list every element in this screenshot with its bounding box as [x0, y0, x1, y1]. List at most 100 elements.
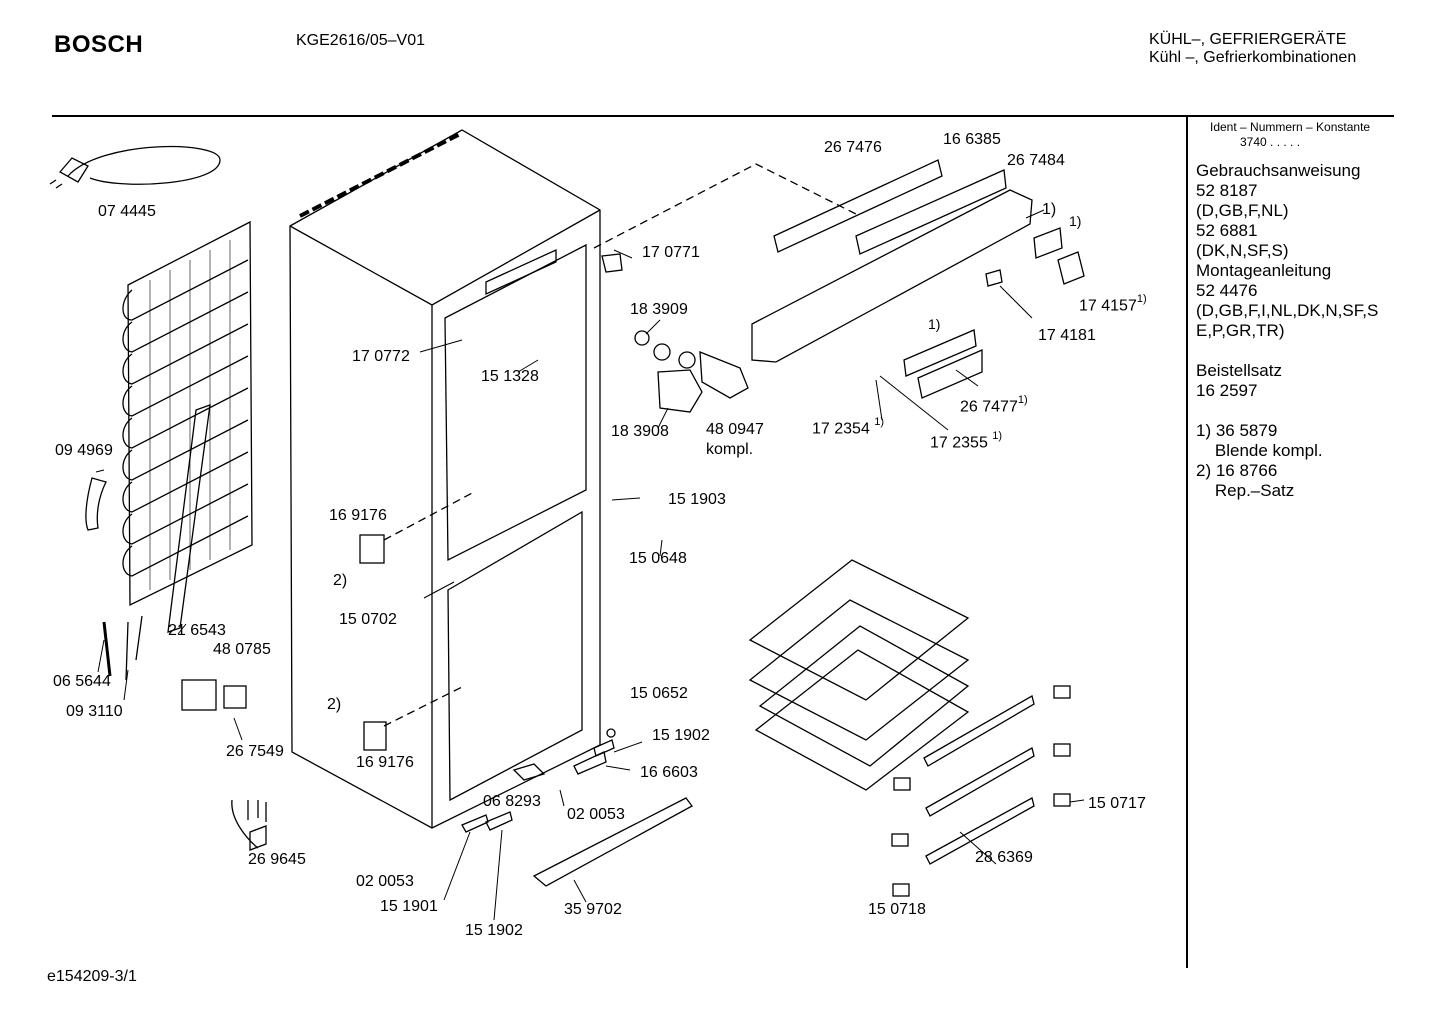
screw-150652: [606, 728, 616, 738]
part-label: 48 0947: [706, 421, 764, 438]
part-label: 16 9176: [329, 507, 387, 524]
part-label: 15 1902: [465, 922, 523, 939]
part-label: 1): [1069, 213, 1082, 229]
footnote-marker: 1): [1017, 394, 1028, 406]
note-line: [1196, 401, 1378, 421]
part-number: 17 4157: [1079, 297, 1137, 315]
part-label: 2): [327, 696, 342, 713]
rail-3: [925, 797, 1035, 865]
part-label: 15 0718: [868, 901, 926, 918]
note-line: Blende kompl.: [1196, 441, 1323, 460]
part-label: 2): [333, 572, 348, 589]
category-title: KÜHL–, GEFRIERGERÄTE: [1149, 31, 1347, 48]
part-label: 26 7476: [824, 139, 882, 156]
clip-169176-top: [359, 534, 385, 564]
part-label: 02 0053: [567, 806, 625, 823]
part-label: 09 3110: [66, 703, 123, 720]
part-label: 26 74771): [960, 394, 1028, 416]
part-label: 18 3908: [611, 423, 669, 440]
part-label: 06 8293: [483, 793, 541, 810]
hinge-cap: [512, 763, 546, 781]
hinge-parts: [573, 739, 615, 775]
part-label: 26 7484: [1007, 152, 1065, 169]
note-line: 2) 16 8766: [1196, 461, 1278, 480]
part-label: 15 1902: [652, 727, 710, 744]
part-label: 06 5644: [53, 673, 111, 690]
part-label: 17 0772: [352, 348, 410, 365]
part-label: 1): [928, 316, 941, 332]
sidebar-notes: Gebrauchsanweisung 52 8187 (D,GB,F,NL) 5…: [1196, 161, 1378, 501]
relay-cover: [223, 685, 247, 709]
part-label: 28 6369: [975, 849, 1033, 866]
note-line: 1) 36 5879: [1196, 421, 1278, 440]
part-number: 26 7477: [960, 398, 1018, 416]
category-subtitle: Kühl –, Gefrierkombinationen: [1149, 49, 1357, 66]
model-number: KGE2616/05–V01: [296, 32, 425, 49]
part-label: 17 2354 1): [812, 416, 885, 438]
cabinet-body: [289, 129, 601, 829]
clip-c: [1053, 793, 1071, 807]
note-line: 52 6881: [1196, 221, 1258, 240]
note-line: (D,GB,F,NL): [1196, 201, 1289, 220]
part-label: 09 4969: [55, 442, 113, 459]
note-line: Rep.–Satz: [1196, 481, 1295, 500]
ident-value: 3740 . . . . .: [1240, 135, 1301, 149]
clip-f: [892, 883, 910, 897]
note-line: Montageanleitung: [1196, 261, 1332, 280]
part-label: 48 0785: [213, 641, 271, 658]
condenser-coil: [122, 220, 253, 607]
rail-2: [925, 747, 1035, 817]
clip-b: [1053, 743, 1071, 757]
part-number: 17 2354: [812, 420, 870, 438]
sensor-06-5644: [102, 621, 112, 677]
lamp-socket: [653, 343, 671, 361]
part-label: 26 9645: [248, 851, 306, 868]
part-label: 17 4181: [1038, 327, 1096, 344]
part-label: 15 0652: [630, 685, 688, 702]
part-label: kompl.: [706, 441, 754, 458]
part-label: 21 6543: [168, 622, 226, 639]
kick-plate: [532, 797, 693, 887]
socket-housing: [678, 351, 696, 369]
note-line: 52 8187: [1196, 181, 1258, 200]
footnote-marker: 1): [874, 416, 885, 428]
hinge-plates: [461, 811, 513, 833]
part-label: 15 0702: [339, 611, 397, 628]
part-label: 02 0053: [356, 873, 414, 890]
part-label: 1): [1042, 201, 1057, 218]
hinge-170771: [601, 253, 623, 273]
part-label: 15 1901: [380, 898, 438, 915]
brand-logo: BOSCH: [54, 31, 144, 58]
clip-a: [1053, 685, 1071, 699]
drain-hose: [85, 477, 107, 531]
ident-title: Ident – Nummern – Konstante: [1210, 120, 1371, 134]
part-label: 17 2355 1): [930, 430, 1003, 452]
relay: [181, 679, 217, 711]
sensor-09-3110: [125, 615, 143, 681]
note-line: 16 2597: [1196, 381, 1258, 400]
thermostat-knob: [657, 369, 703, 413]
note-line: Beistellsatz: [1196, 361, 1282, 380]
part-label: 16 9176: [356, 754, 414, 771]
part-label: 15 1328: [481, 368, 539, 385]
note-line: 52 4476: [1196, 281, 1258, 300]
note-line: (DK,N,SF,S): [1196, 241, 1289, 260]
clip-e: [891, 833, 909, 847]
note-line: Gebrauchsanweisung: [1196, 161, 1361, 180]
part-label: 35 9702: [564, 901, 622, 918]
part-label: 07 4445: [98, 203, 156, 220]
power-cord: [49, 145, 221, 189]
footnote-marker: 1): [992, 430, 1003, 442]
note-line: E,P,GR,TR): [1196, 321, 1285, 340]
part-label: 15 0717: [1088, 795, 1146, 812]
rail-1: [923, 695, 1035, 767]
part-label: 16 6385: [943, 131, 1001, 148]
part-number: 17 2355: [930, 434, 988, 452]
note-line: (D,GB,F,I,NL,DK,N,SF,S: [1196, 301, 1379, 320]
footnote-marker: 1): [1136, 293, 1147, 305]
document-id: e154209-3/1: [47, 968, 137, 985]
part-label: 15 1903: [668, 491, 726, 508]
lamp-bulb: [634, 330, 650, 346]
glass-shelves: [748, 559, 970, 791]
